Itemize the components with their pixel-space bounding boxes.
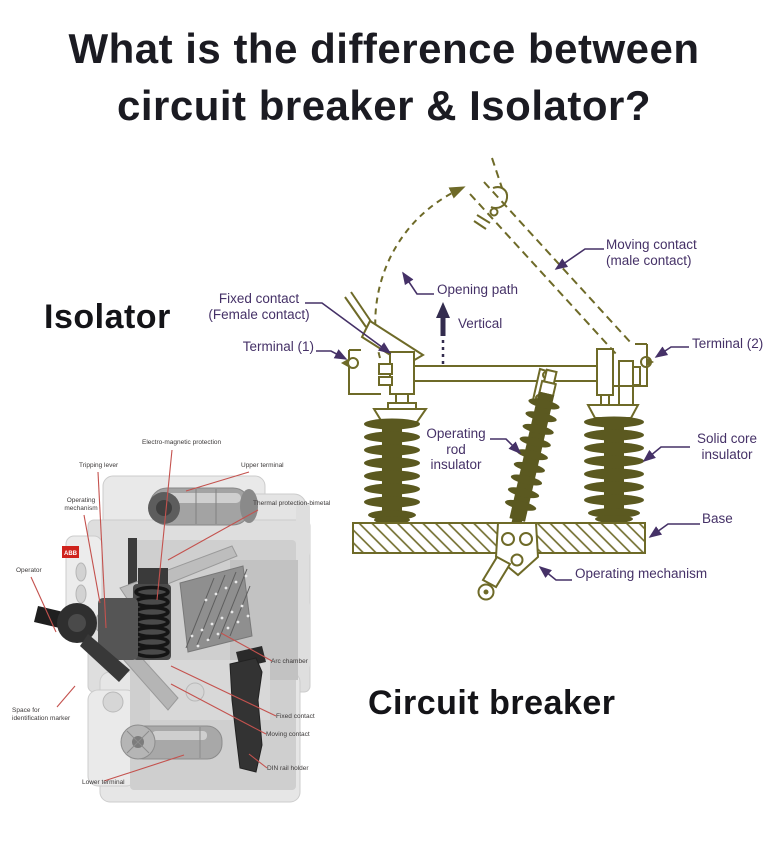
label-lower-terminal: Lower terminal: [82, 779, 125, 786]
din-rail-holder-part: [229, 646, 266, 773]
circuit-breaker-heading: Circuit breaker: [368, 684, 616, 722]
label-tripping-lever: Tripping lever: [79, 462, 119, 469]
label-moving-contact-breaker: Moving contact: [266, 731, 310, 738]
left-insulator: [364, 418, 420, 524]
label-din-rail-holder: DIN rail holder: [267, 765, 309, 772]
abb-logo: ABB: [62, 546, 79, 558]
isolator-leader-lines: [305, 248, 700, 581]
label-terminal-2: Terminal (2): [692, 336, 764, 351]
terminal-1-part: [341, 349, 381, 395]
isolator-schematic: [341, 157, 654, 601]
arc-chamber-part: [179, 565, 253, 653]
operating-mechanism-part: [477, 522, 540, 601]
conductor-bar: [413, 365, 601, 382]
operating-rod-insulator-part: [504, 368, 560, 534]
label-operator: Operator: [16, 567, 42, 574]
breaker-leader-lines: [30, 449, 277, 782]
label-solid-core-insulator: Solid core insulator: [696, 431, 758, 462]
label-opening-path: Opening path: [437, 282, 519, 297]
blade-hook: [473, 186, 509, 230]
label-operating-mechanism-isolator: Operating mechanism: [575, 566, 708, 581]
right-post: [586, 348, 641, 419]
terminal-2-part: [613, 343, 654, 387]
upper-terminal-part: [148, 487, 258, 526]
spring-coil-part: [133, 568, 171, 660]
circuit-breaker-cutaway: ABB: [30, 449, 311, 803]
label-moving-contact: Moving contact (male contact): [606, 237, 697, 268]
isolator-heading: Isolator: [44, 298, 171, 336]
label-arc-chamber: Arc chamber: [271, 658, 308, 665]
right-insulator: [584, 416, 644, 523]
abb-logo-text: ABB: [64, 551, 78, 557]
label-electro-magnetic-protection: Electro-magnetic protection: [142, 439, 222, 446]
label-terminal-1: Terminal (1): [242, 339, 314, 354]
operator-part: [34, 598, 138, 682]
label-base: Base: [702, 511, 733, 526]
page-title: What is the difference between circuit b…: [68, 25, 700, 129]
label-fixed-contact-breaker: Fixed contact: [276, 713, 315, 720]
label-operating-rod-insulator: Operating rod insulator: [426, 426, 486, 472]
label-vertical: Vertical: [458, 316, 503, 331]
label-space-for-identification-marker: Space for identification marker: [12, 707, 71, 722]
label-fixed-contact: Fixed contact (Female contact): [208, 291, 310, 322]
label-upper-terminal: Upper terminal: [241, 462, 284, 469]
lower-terminal-part: [120, 724, 223, 760]
label-thermal-protection-bimetal: Thermal protection-bimetal: [253, 500, 331, 507]
left-post: [372, 351, 428, 423]
label-operating-mechanism-breaker: Operating mechanism: [64, 497, 98, 512]
vertical-arrow: [436, 302, 450, 364]
